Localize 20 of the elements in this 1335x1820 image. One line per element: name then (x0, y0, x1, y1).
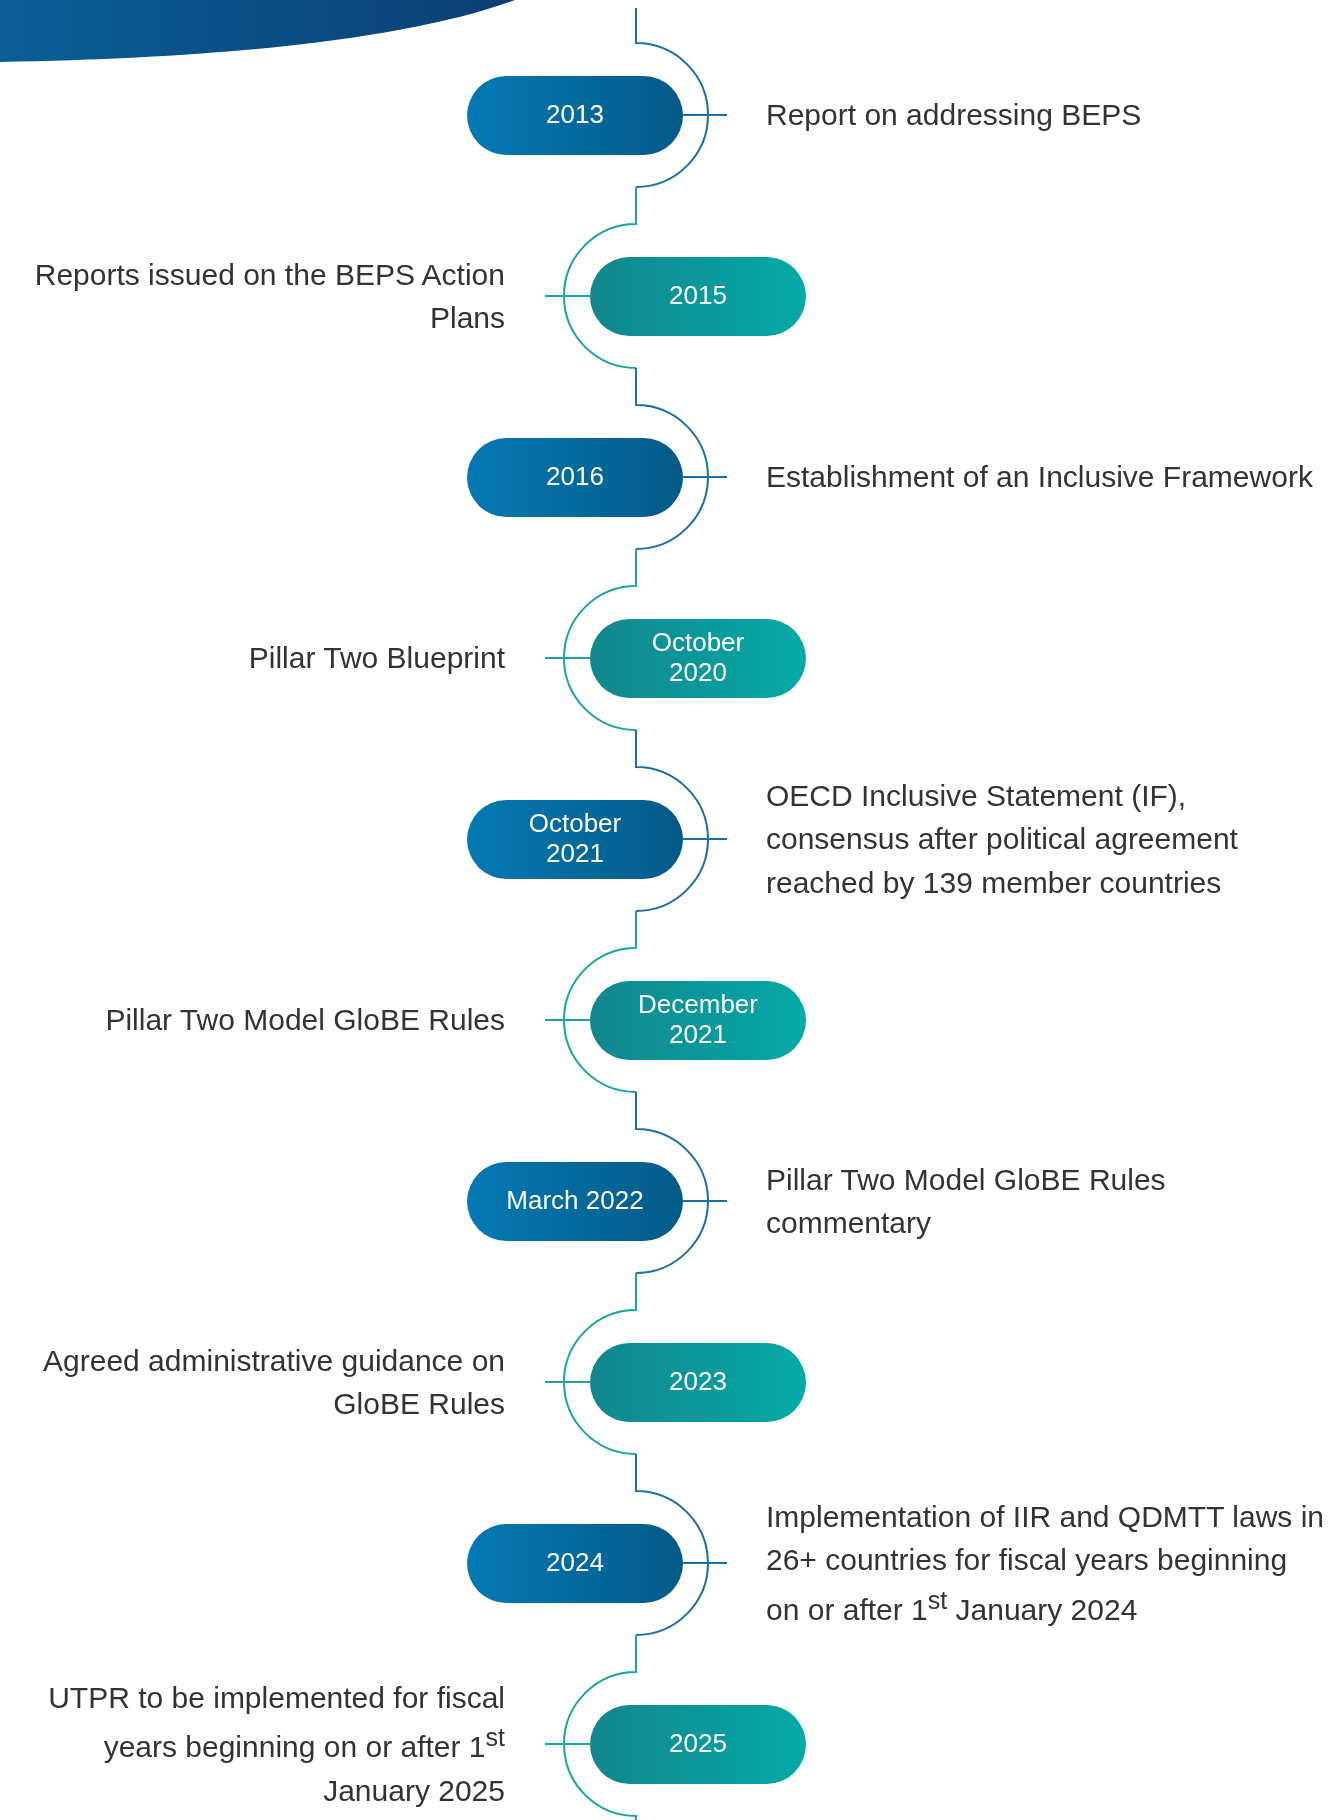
date-pill: October 2021 (467, 799, 683, 879)
event-description: OECD Inclusive Statement (IF), consensus after political agreement reached by 139 member countries (766, 777, 1239, 901)
date-pill: 2013 (467, 75, 683, 155)
date-pill: 2024 (467, 1523, 683, 1603)
date-pill: October 2020 (590, 618, 806, 698)
date-pill: 2016 (467, 437, 683, 517)
date-pill: March 2022 (467, 1161, 683, 1241)
event-description: Implementation of IIR and QDMTT laws in 26+ countries for fiscal years beginning on or after 1$^{st}$ January 2024 (766, 1498, 1325, 1628)
event-description: Reports issued on the BEPS Action Plans (33, 256, 505, 336)
event-description: Pillar Two Model GloBE Rules (105, 1002, 505, 1039)
date-pill: 2025 (590, 1704, 806, 1784)
date-pill: December 2021 (590, 980, 806, 1060)
event-description: Pillar Two Model GloBE Rules commentary (766, 1161, 1167, 1241)
event-description: Agreed administrative guidance on GloBE Rules (42, 1342, 505, 1422)
event-description: UTPR to be implemented for fiscal years beginning on or after 1$^{st}$ January 2025 (47, 1679, 505, 1809)
event-description: Report on addressing BEPS (766, 97, 1142, 134)
event-description: Establishment of an Inclusive Framework (766, 459, 1313, 496)
date-pill: 2015 (590, 256, 806, 336)
event-description: Pillar Two Blueprint (248, 640, 505, 677)
date-pill: 2023 (590, 1342, 806, 1422)
